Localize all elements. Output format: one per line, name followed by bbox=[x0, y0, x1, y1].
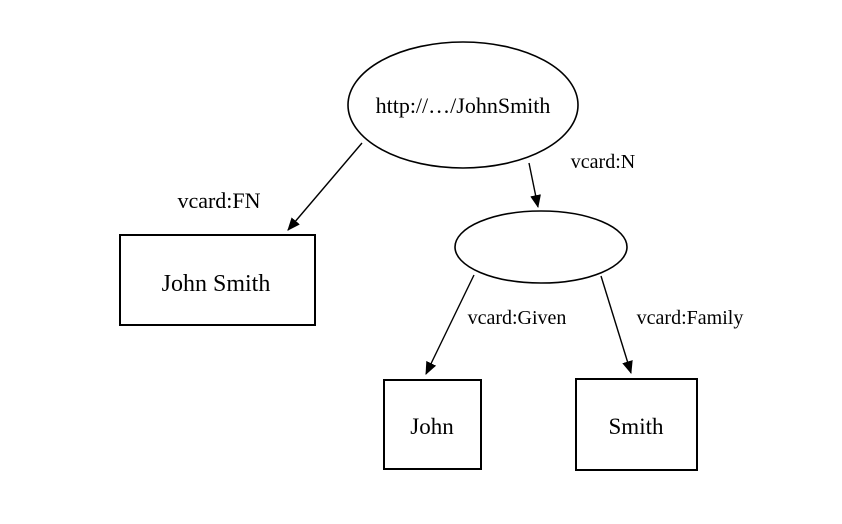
edge-fn-label: vcard:FN bbox=[177, 188, 260, 213]
edge-given-arrow bbox=[425, 274, 475, 375]
given-literal-label: John bbox=[410, 414, 454, 439]
resource-node-ellipse bbox=[347, 41, 579, 169]
edge-given-label: vcard:Given bbox=[468, 307, 567, 329]
family-literal-rect bbox=[575, 378, 698, 471]
fn-literal-rect bbox=[119, 234, 316, 326]
edge-n-label: vcard:N bbox=[571, 151, 635, 173]
given-literal-rect bbox=[383, 379, 482, 470]
edge-family-label: vcard:Family bbox=[637, 307, 744, 329]
edge-n-arrow bbox=[528, 162, 541, 209]
edge-family-arrow bbox=[600, 275, 633, 375]
fn-literal-label: John Smith bbox=[162, 271, 271, 297]
family-literal-label: Smith bbox=[609, 414, 664, 439]
resource-node-label: http://…/JohnSmith bbox=[376, 93, 551, 118]
blank-node-ellipse bbox=[454, 210, 628, 284]
edge-fn-arrow bbox=[287, 142, 363, 231]
